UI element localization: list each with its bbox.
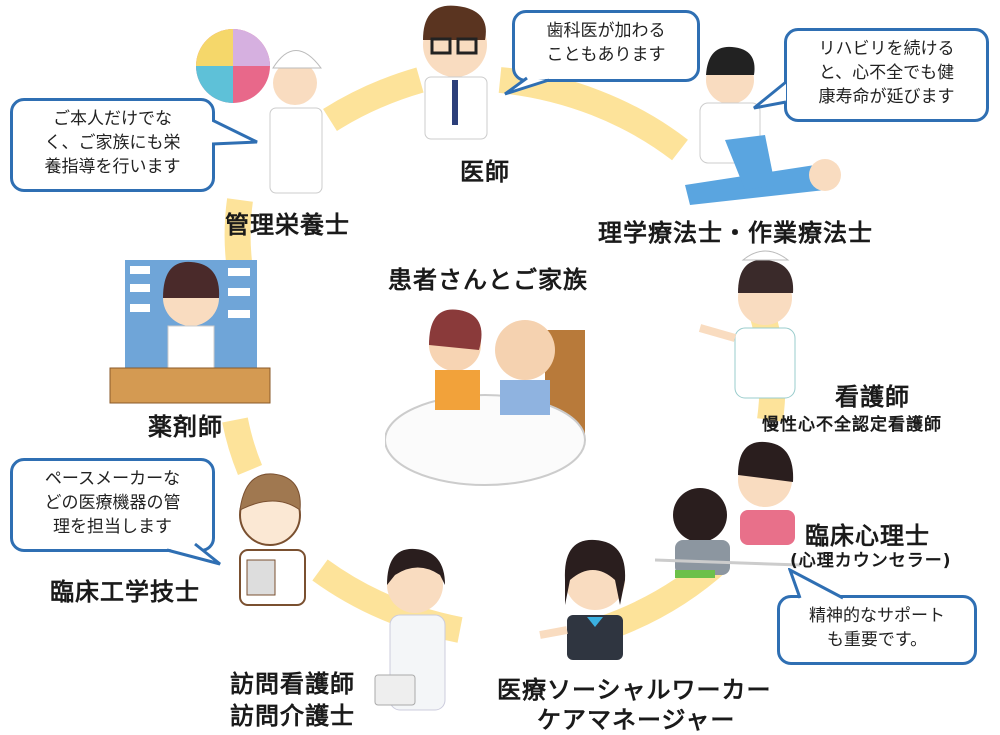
social-worker-illustration — [539, 539, 626, 660]
speech-bubble-pt-ot: リハビリを続ける と、心不全でも健 康寿命が延びます — [784, 28, 989, 122]
psychologist-illustration — [655, 441, 801, 578]
bubble-line: リハビリを続ける — [818, 39, 955, 59]
bubble-line: 養指導を行います — [44, 157, 181, 177]
pharmacist-illustration — [109, 260, 271, 404]
role-label-doctor: 医師 — [460, 158, 510, 186]
home-nurse-illustration — [374, 548, 446, 711]
patient-family-illustration — [385, 309, 586, 486]
role-label-clinical-engineer: 臨床工学技士 — [50, 578, 200, 606]
role-sublabel-psychologist: (心理カウンセラー) — [790, 551, 952, 571]
bubble-line: ペースメーカーな — [44, 469, 181, 489]
bubble-line: こともあります — [546, 45, 666, 65]
clinical-engineer-illustration — [239, 473, 306, 606]
bubble-line: も重要です。 — [826, 630, 928, 650]
bubble-line: 理を担当します — [53, 517, 172, 537]
role-sublabel-social-worker: ケアマネージャー — [537, 706, 736, 734]
role-label-nurse: 看護師 — [835, 383, 910, 411]
bubble-line: と、心不全でも健 — [818, 63, 955, 83]
bubble-tail — [166, 542, 221, 566]
role-sublabel-nurse: 慢性心不全認定看護師 — [762, 415, 942, 435]
dietitian-illustration — [196, 29, 323, 194]
bubble-line: ご本人だけでな — [53, 109, 172, 129]
bubble-line: 康寿命が延びます — [818, 87, 955, 107]
doctor-illustration — [423, 5, 488, 140]
bubble-tail — [504, 76, 550, 96]
bubble-line: 歯科医が加わる — [546, 21, 666, 41]
bubble-tail — [212, 118, 258, 146]
role-sublabel-home-nurse: 訪問介護士 — [230, 702, 355, 730]
physical-therapist-illustration — [685, 46, 841, 205]
nurse-illustration — [698, 250, 796, 399]
role-label-pharmacist: 薬剤師 — [148, 413, 223, 441]
bubble-tail — [753, 80, 787, 110]
speech-bubble-psychologist: 精神的なサポート も重要です。 — [777, 595, 977, 665]
role-label-home-nurse: 訪問看護師 — [230, 670, 355, 698]
bubble-line: 精神的なサポート — [809, 606, 945, 626]
speech-bubble-doctor: 歯科医が加わる こともあります — [512, 10, 700, 82]
role-label-psychologist: 臨床心理士 — [805, 522, 930, 550]
bubble-line: く、ご家族にも栄 — [44, 133, 181, 153]
patient-family-title: 患者さんとご家族 — [388, 266, 588, 294]
speech-bubble-clinical-engineer: ペースメーカーな どの医療機器の管 理を担当します — [10, 458, 215, 552]
speech-bubble-dietitian: ご本人だけでな く、ご家族にも栄 養指導を行います — [10, 98, 215, 192]
role-label-dietitian: 管理栄養士 — [225, 211, 350, 239]
role-label-social-worker: 医療ソーシャルワーカー — [497, 676, 772, 704]
role-label-pt-ot: 理学療法士・作業療法士 — [598, 219, 873, 247]
bubble-tail — [788, 568, 844, 600]
bubble-line: どの医療機器の管 — [44, 493, 181, 513]
